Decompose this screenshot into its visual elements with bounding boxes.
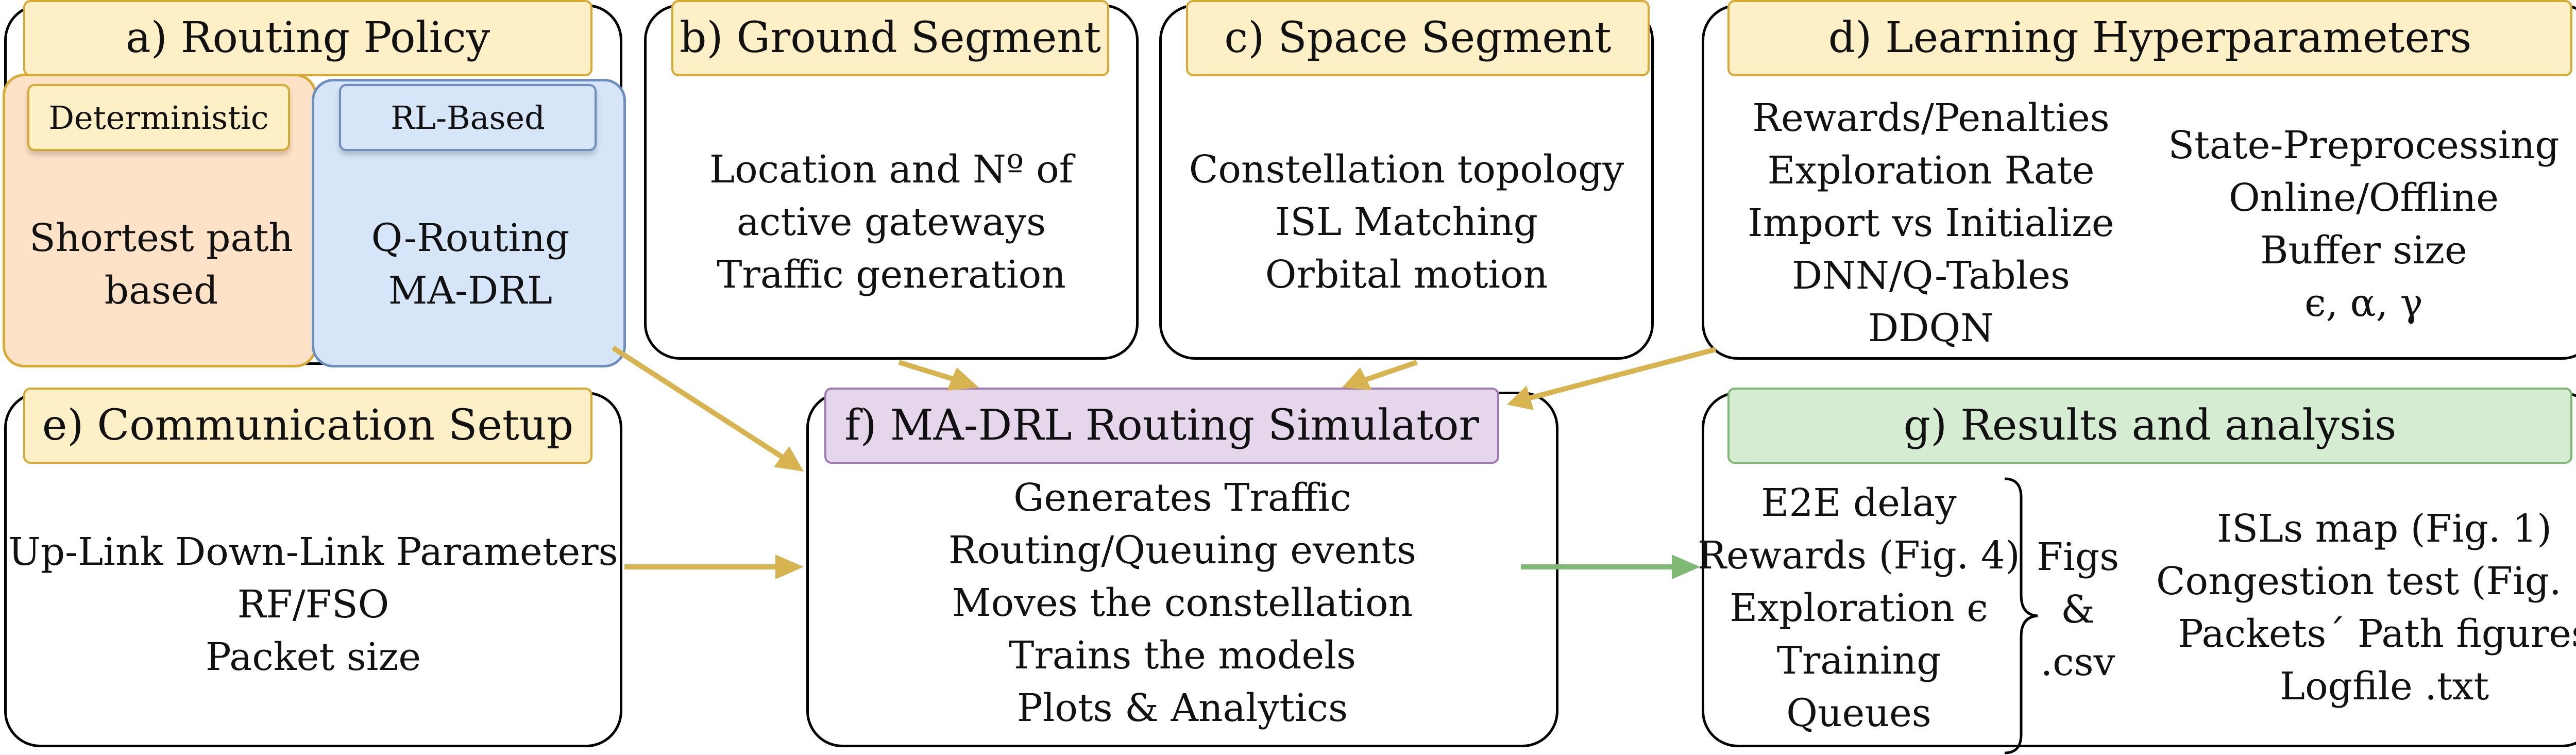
results-line-5: Queues [1786,691,1931,735]
simulator-line-3: Moves the constellation [952,581,1413,625]
results-right-line-1: ISLs map (Fig. 1) [2217,507,2552,551]
routing-policy-title: a) Routing Policy [23,0,592,76]
results-title: g) Results and analysis [1727,388,2572,464]
communication-line-3: Packet size [205,635,421,679]
results-middle-line-2: & [2061,588,2095,632]
ground-segment-line-1: Location and Nº of [709,147,1074,192]
simulator-title: f) MA-DRL Routing Simulator [824,388,1499,464]
hyperparameter-line-8: Buffer size [2260,228,2467,273]
arrow-routing-to-simulator [612,345,804,472]
simulator-line-4: Trains the models [1009,633,1356,678]
results-line-2: Rewards (Fig. 4) [1698,533,2020,578]
arrow-simulator-to-results [1521,555,1700,579]
results-right-line-4: Logfile .txt [2279,664,2489,709]
communication-setup-lines: Up-Link Down-Link Parameters RF/FSO Pack… [7,526,620,683]
space-segment-line-1: Constellation topology [1189,147,1624,192]
communication-line-1: Up-Link Down-Link Parameters [8,530,618,574]
communication-setup-title: e) Communication Setup [23,388,592,464]
hyperparameter-line-1: Rewards/Penalties [1752,96,2110,140]
results-right-line-2: Congestion test (Fig. 3) [2156,559,2576,603]
results-middle-line-1: Figs [2036,535,2120,579]
ground-segment-title: b) Ground Segment [671,0,1109,76]
curly-brace-icon [2004,477,2038,754]
arrow-communication-to-simulator [624,555,804,579]
hyperparameter-line-7: Online/Offline [2228,176,2499,220]
hyperparameter-line-3: Import vs Initialize [1748,201,2114,245]
results-left-lines: E2E delay Rewards (Fig. 4) Exploration ϵ… [1698,477,2020,740]
hyperparameter-line-9: ϵ, α, γ [2304,281,2423,325]
learning-hyperparameters-title: d) Learning Hyperparameters [1727,0,2572,76]
results-right-lines: ISLs map (Fig. 1) Congestion test (Fig. … [2156,502,2576,713]
space-segment-line-2: ISL Matching [1275,200,1538,244]
ground-segment-line-3: Traffic generation [717,253,1066,297]
arrow-space-to-simulator [1342,360,1418,390]
arrow-hyperparameters-to-simulator [1507,347,1717,410]
ground-segment-line-2: active gateways [736,200,1046,244]
simulator-lines: Generates Traffic Routing/Queuing events… [809,472,1556,734]
results-middle-lines: Figs & .csv [2019,531,2137,689]
space-segment-lines: Constellation topology ISL Matching Orbi… [1162,143,1651,301]
simulator-line-5: Plots & Analytics [1016,686,1348,730]
learning-hyperparameters-right-lines: State-Preprocessing Online/Offline Buffe… [2158,119,2570,329]
deterministic-line-2: based [104,269,218,313]
hyperparameter-line-2: Exploration Rate [1767,148,2095,193]
simulator-line-2: Routing/Queuing events [948,528,1417,573]
ground-segment-lines: Location and Nº of active gateways Traff… [647,143,1136,301]
results-line-4: Training [1776,639,1941,683]
rl-based-line-2: MA-DRL [388,269,553,313]
arrow-ground-to-simulator [898,360,979,391]
results-right-line-3: Packets´ Path figures [2178,612,2576,656]
hyperparameter-line-5: DDQN [1868,306,1994,350]
simulator-line-1: Generates Traffic [1013,476,1351,520]
hyperparameter-line-4: DNN/Q-Tables [1791,254,2071,298]
communication-line-2: RF/FSO [237,582,389,627]
deterministic-line-1: Shortest path [29,216,293,260]
results-line-1: E2E delay [1761,481,1957,525]
space-segment-title: c) Space Segment [1186,0,1650,76]
deterministic-label: Deterministic [27,84,290,151]
results-middle-line-3: .csv [2040,640,2115,684]
learning-hyperparameters-left-lines: Rewards/Penalties Exploration Rate Impor… [1725,92,2137,355]
results-line-3: Exploration ϵ [1730,586,1988,630]
space-segment-line-3: Orbital motion [1265,253,1548,297]
rl-based-lines: Q-Routing MA-DRL [316,212,625,317]
hyperparameter-line-6: State-Preprocessing [2168,123,2560,167]
deterministic-lines: Shortest path based [7,212,316,317]
rl-based-line-1: Q-Routing [371,216,570,260]
rl-based-label: RL-Based [339,84,597,151]
